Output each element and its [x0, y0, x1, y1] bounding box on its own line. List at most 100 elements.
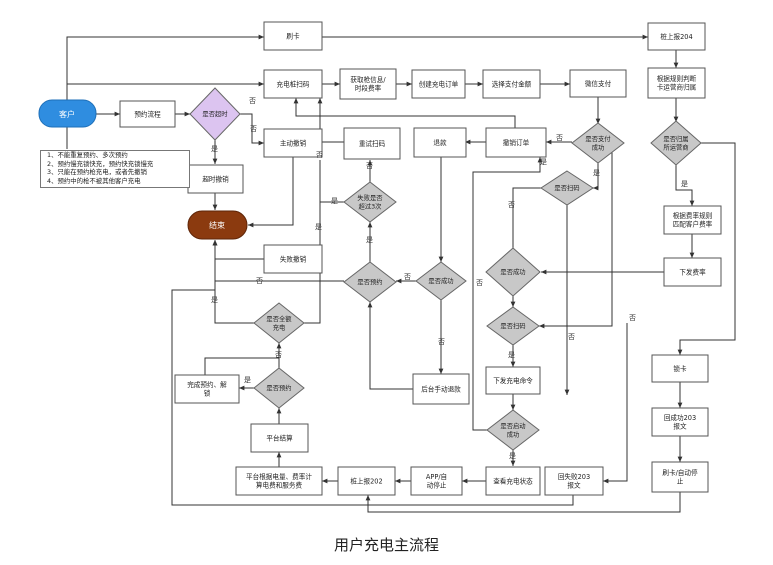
edge-failcancel-end: [212, 240, 264, 260]
customer-label: 客户: [59, 109, 75, 119]
process-box: [343, 127, 401, 160]
process-choose-amount[interactable]: 选择支付金额: [482, 69, 541, 99]
decision-shape: [253, 367, 305, 409]
process-timeout-cancel[interactable]: 超时撤销: [187, 164, 244, 194]
edge-activecancel-end: [248, 157, 294, 228]
process-finish-unlock[interactable]: 完成预约、解锁: [174, 374, 240, 404]
node-label: 失败撤销: [280, 254, 307, 263]
decision-is-success-2[interactable]: 是否成功: [485, 247, 541, 297]
process-refund[interactable]: 退款: [413, 127, 467, 158]
edge-label: 否: [508, 201, 515, 209]
process-box: [339, 68, 397, 100]
process-active-cancel[interactable]: 主动撤销: [263, 128, 323, 158]
process-lock-card[interactable]: 锁卡: [651, 354, 709, 383]
node-label: 是否扫码: [554, 183, 579, 192]
node-label: 平台根据电量、费率计: [246, 472, 312, 481]
node-label: 后台手动退款: [421, 384, 461, 393]
node-label: 退款: [433, 138, 447, 147]
edge-label: 是: [211, 145, 218, 153]
process-pile-report-202[interactable]: 桩上报202: [337, 466, 396, 496]
decision-shape: [486, 409, 540, 451]
node-label: 报文: [567, 481, 581, 490]
process-scan-pile[interactable]: 充电桩扫码: [263, 69, 323, 99]
process-get-gun-info[interactable]: 获取枪信息/时段费率: [339, 68, 397, 100]
node-label: 创建充电订单: [419, 79, 459, 88]
edge-label: 否: [249, 97, 256, 105]
process-send-charge-cmd[interactable]: 下发充电命令: [485, 366, 541, 395]
process-cancel-order[interactable]: 撤销订单: [485, 127, 547, 158]
process-box: [651, 354, 709, 383]
edge-full-no: [304, 160, 321, 324]
node-label: 失败是否: [357, 193, 383, 202]
node-label: 是否归属: [663, 134, 688, 143]
edge-finish-full: [204, 357, 279, 375]
note-line: 3、只能在预约枪充电，或者先撤销: [47, 168, 147, 177]
edge-label: 是: [508, 351, 515, 359]
process-platform-settle[interactable]: 平台结算: [250, 423, 309, 453]
process-box: [410, 466, 463, 496]
note-line: 4、预约中的枪不被其他客户充电: [47, 177, 141, 186]
process-reserve-flow[interactable]: 预约流程: [119, 100, 176, 128]
decision-is-success[interactable]: 是否成功: [415, 261, 467, 301]
decision-is-reserved[interactable]: 是否预约: [343, 261, 397, 303]
edge-start-no: [472, 157, 543, 431]
process-box: [663, 205, 722, 235]
node-label: 微信支付: [585, 79, 612, 88]
process-box: [663, 257, 722, 287]
process-view-charge-status[interactable]: 查看充电状态: [485, 466, 541, 496]
node-label: 根据规则判断: [657, 74, 697, 83]
process-create-order[interactable]: 创建充电订单: [411, 69, 466, 99]
node-label: 平台结算: [266, 433, 293, 442]
process-box: [263, 244, 323, 274]
end-node[interactable]: 结束: [187, 210, 248, 240]
decision-is-scan-1[interactable]: 是否扫码: [540, 170, 594, 206]
note-line: 1、不能重复预约、多次预约: [47, 151, 128, 159]
process-fail-cancel[interactable]: 失败撤销: [263, 244, 323, 274]
node-label: 预约流程: [134, 109, 161, 118]
node-label: 回失败203: [558, 472, 590, 481]
process-manual-refund[interactable]: 后台手动退款: [412, 373, 470, 405]
edge-label: 是: [593, 169, 600, 177]
node-label: 报文: [673, 422, 687, 431]
process-retry-scan[interactable]: 重试扫码: [343, 127, 401, 160]
process-box: [263, 69, 323, 99]
process-send-rate[interactable]: 下发费率: [663, 257, 722, 287]
edge-label: 否: [438, 338, 445, 346]
edge-fail3-yes: [316, 201, 344, 262]
connectors: [66, 34, 736, 513]
node-label: 重试扫码: [359, 139, 386, 148]
decision-is-timeout[interactable]: 是否超时: [189, 87, 241, 141]
process-box: [651, 407, 709, 437]
edge-label: 否: [476, 279, 483, 287]
customer-node[interactable]: 客户: [38, 99, 97, 128]
process-swipe[interactable]: 刷卡: [263, 21, 323, 51]
node-label: 主动撤销: [280, 138, 307, 147]
edge-cancelorder-scan: [293, 98, 516, 128]
node-label: APP/自: [426, 472, 447, 481]
process-pile-report-204[interactable]: 桩上报204: [647, 22, 706, 51]
process-box: [485, 466, 541, 496]
node-label: 是否支付: [585, 134, 610, 143]
node-label: 是否预约: [266, 383, 291, 392]
node-label: 获取枪信息/: [350, 75, 386, 84]
node-label: 是否启动: [500, 421, 525, 430]
process-wechat-pay[interactable]: 微信支付: [569, 69, 627, 98]
decision-is-reserved-2[interactable]: 是否预约: [253, 367, 305, 409]
decision-is-scan-2[interactable]: 是否扫码: [486, 306, 540, 346]
node-label: 完成预约、解: [187, 380, 227, 389]
edge-timeout-no: [240, 113, 264, 146]
process-box: [485, 127, 547, 158]
